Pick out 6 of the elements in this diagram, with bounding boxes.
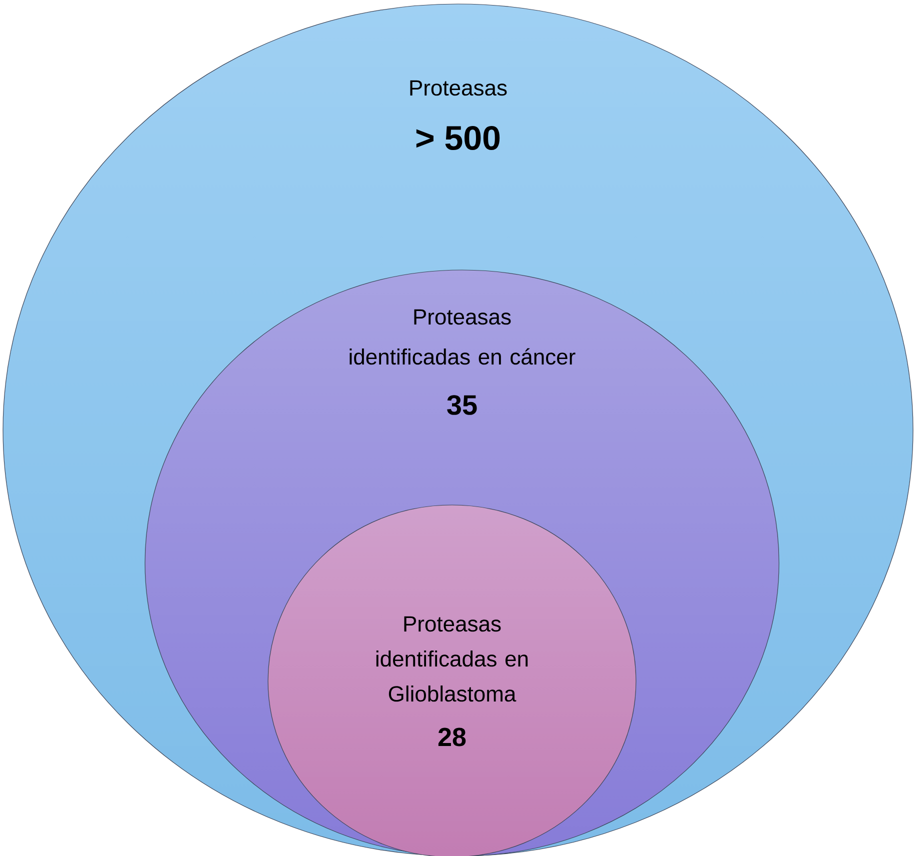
count-number: 35 (447, 395, 477, 415)
label-text: Proteasas identificadas en Glioblastoma (376, 616, 528, 702)
count-number: 28 (438, 728, 466, 746)
label-text: Proteasas identificadas en cáncer (350, 309, 576, 365)
label-text: Proteasas (410, 80, 507, 96)
count-number: > 500 (416, 126, 500, 150)
